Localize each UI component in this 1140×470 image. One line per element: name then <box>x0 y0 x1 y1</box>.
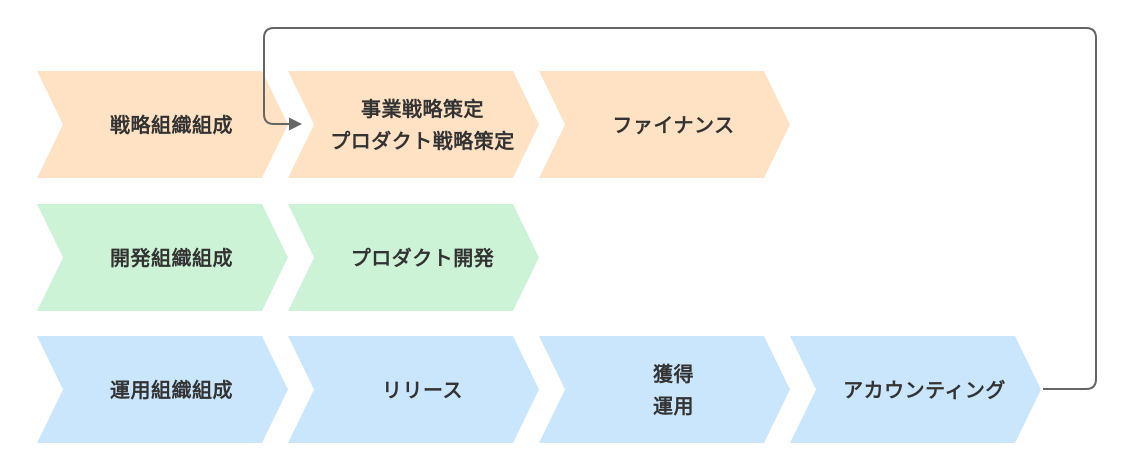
step-strategy-org-formation: 戦略組織組成 <box>37 71 288 178</box>
step-label: プロダクト開発 <box>350 245 495 270</box>
step-label: 獲得 運用 <box>653 361 694 418</box>
step-accounting: アカウンティング <box>790 336 1041 443</box>
arrow-head-icon <box>289 117 302 131</box>
step-label: 開発組織組成 <box>110 245 233 270</box>
step-release: リリース <box>288 336 539 443</box>
step-label: 戦略組織組成 <box>110 112 233 137</box>
step-business-product-strategy: 事業戦略策定 プロダクト戦略策定 <box>288 71 539 178</box>
step-label: 事業戦略策定 プロダクト戦略策定 <box>330 96 515 153</box>
step-label: リリース <box>382 377 463 402</box>
step-acquisition-operation: 獲得 運用 <box>539 336 790 443</box>
step-label: アカウンティング <box>843 377 1006 402</box>
step-label: 運用組織組成 <box>110 377 233 402</box>
step-finance: ファイナンス <box>539 71 790 178</box>
step-dev-org-formation: 開発組織組成 <box>37 204 288 311</box>
step-label: ファイナンス <box>612 112 735 137</box>
step-ops-org-formation: 運用組織組成 <box>37 336 288 443</box>
step-product-development: プロダクト開発 <box>288 204 539 311</box>
